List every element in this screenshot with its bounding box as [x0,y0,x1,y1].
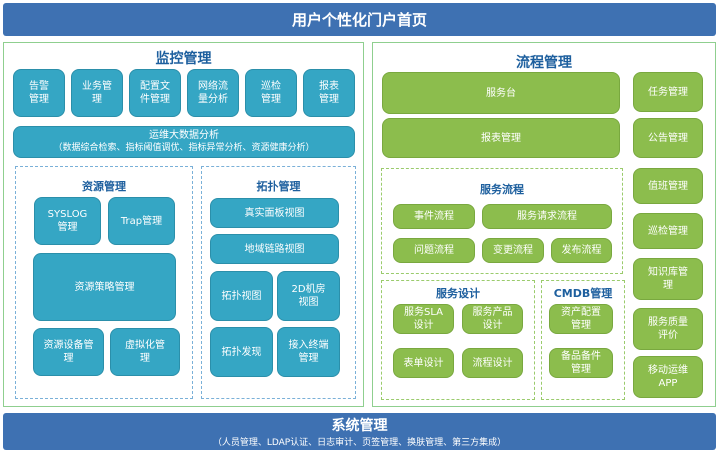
trap-management[interactable]: Trap管理 [108,197,175,245]
task-management[interactable]: 任务管理 [633,72,703,112]
service-design-title: 服务设计 [436,287,480,300]
service-quality-evaluation[interactable]: 服务质量 评价 [633,308,703,350]
asset-config-management[interactable]: 资产配置 管理 [549,304,613,334]
service-desk[interactable]: 服务台 [382,72,620,114]
service-design-group [381,280,535,400]
topology-view[interactable]: 拓扑视图 [210,271,273,321]
real-panel-view[interactable]: 真实面板视图 [210,198,339,228]
config-file-management[interactable]: 配置文 件管理 [129,69,181,117]
system-title: 系统管理 [331,418,388,434]
report-management[interactable]: 报表 管理 [303,69,355,117]
process-inspection-management[interactable]: 巡检管理 [633,213,703,249]
notice-management[interactable]: 公告管理 [633,118,703,158]
system-management-bar: 系统管理 （人员管理、LDAP认证、日志审计、页签管理、换肤管理、第三方集成） [3,413,716,450]
system-subtitle: （人员管理、LDAP认证、日志审计、页签管理、换肤管理、第三方集成） [212,438,507,448]
service-flow-title: 服务流程 [480,183,524,196]
flow-design[interactable]: 流程设计 [462,348,523,378]
business-management[interactable]: 业务管 理 [71,69,123,117]
inspection-management[interactable]: 巡检 管理 [245,69,297,117]
process-panel [372,42,716,407]
cmdb-group [541,280,625,400]
portal-header: 用户个性化门户首页 [3,3,716,36]
service-request-flow[interactable]: 服务请求流程 [482,204,612,229]
topology-management-title: 拓扑管理 [256,180,301,193]
form-design[interactable]: 表单设计 [393,348,454,378]
virtualization-management[interactable]: 虚拟化管 理 [110,328,180,376]
process-title: 流程管理 [516,55,572,71]
resource-device-management[interactable]: 资源设备管 理 [33,328,104,376]
resource-policy-management[interactable]: 资源策略管理 [33,253,176,321]
resource-management-title: 资源管理 [82,180,126,193]
duty-management[interactable]: 值班管理 [633,168,703,204]
bigdata-title: 运维大数据分析 [149,130,219,141]
access-terminal-management[interactable]: 接入终端 管理 [277,327,340,377]
cmdb-title: CMDB管理 [553,287,613,300]
change-flow[interactable]: 变更流程 [482,238,544,263]
mobile-ops-app[interactable]: 移动运维 APP [633,356,703,398]
event-flow[interactable]: 事件流程 [393,204,475,229]
knowledge-base-management[interactable]: 知识库管 理 [633,258,703,300]
network-traffic-analysis[interactable]: 网络流 量分析 [187,69,239,117]
resource-management-group [15,166,193,399]
spare-parts-management[interactable]: 备品备件 管理 [549,348,613,378]
bigdata-detail: （数据综合检索、指标阈值调优、指标异常分析、资源健康分析） [53,143,315,153]
monitoring-panel [3,42,364,407]
release-flow[interactable]: 发布流程 [551,238,612,263]
room-2d-view[interactable]: 2D机房 视图 [277,271,340,321]
service-product-design[interactable]: 服务产品 设计 [462,304,523,334]
topology-discovery[interactable]: 拓扑发现 [210,327,273,377]
syslog-management[interactable]: SYSLOG 管理 [34,197,101,245]
problem-flow[interactable]: 问题流程 [393,238,475,263]
bigdata-analysis[interactable]: 运维大数据分析 （数据综合检索、指标阈值调优、指标异常分析、资源健康分析） [13,126,355,158]
geo-link-view[interactable]: 地域链路视图 [210,234,339,264]
service-flow-group [381,168,623,274]
topology-management-group [201,166,356,399]
service-sla-design[interactable]: 服务SLA 设计 [393,304,454,334]
monitoring-title: 监控管理 [155,51,212,67]
portal-title: 用户个性化门户首页 [291,11,427,29]
alarm-management[interactable]: 告警 管理 [13,69,65,117]
process-report-management[interactable]: 报表管理 [382,118,620,158]
